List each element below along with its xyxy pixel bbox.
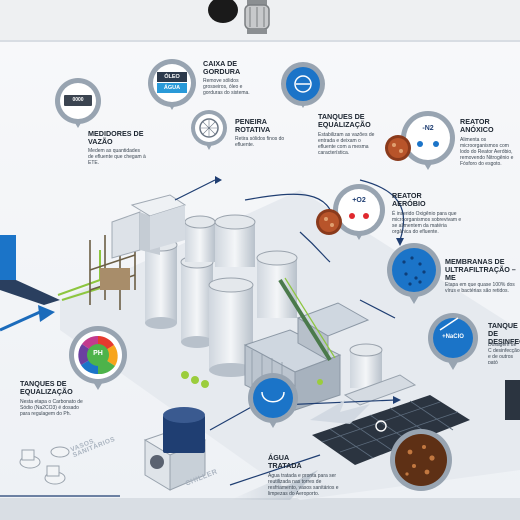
floor-arrow xyxy=(230,470,318,500)
treated-water-pin xyxy=(248,373,298,428)
stairs xyxy=(278,278,332,362)
membrane-icon xyxy=(392,248,436,292)
wall-lamp xyxy=(244,0,270,34)
anoxic-reactor-pin xyxy=(385,111,455,170)
mixer-icon xyxy=(294,75,312,93)
treated-water-title: ÁGUA TRATADA xyxy=(268,453,302,470)
dosing-skid xyxy=(100,268,130,290)
treated-water-text: Água tratada e pronta para ser reutiliza… xyxy=(268,473,339,497)
water-label: ÁGUA xyxy=(163,85,181,91)
water-glass-icon xyxy=(261,391,285,403)
flow-meter-display: 0000 xyxy=(72,97,84,103)
oxygen-label: +O2 xyxy=(352,197,366,204)
eq-tanks-bottom-text: Nesta etapa o Carbonato de Sódio (Na2CO3… xyxy=(20,399,83,417)
grease-box-text: Remove sólidos grosseiros, óleo e gordur… xyxy=(203,78,250,96)
screen-drum-icon xyxy=(199,118,219,138)
disinfection-text: Dosagem de C desinfecção e de outros pat… xyxy=(488,342,520,364)
edge-panel xyxy=(505,380,520,420)
membrane-pin xyxy=(387,243,441,304)
rotary-screen-title: PENEIRA ROTATIVA xyxy=(235,117,271,134)
eq-tanks-top-title: TANQUES DE EQUALIZAÇÃO xyxy=(318,112,371,129)
flow-meter-icon xyxy=(64,95,92,106)
wall-fixtures xyxy=(208,0,270,34)
ph-color-wheel-icon xyxy=(78,335,118,375)
water-layer-icon xyxy=(157,83,187,93)
aerobic-reactor-text: É inserido Oxigênio para que microorgani… xyxy=(392,211,462,235)
inflow-arrow xyxy=(0,235,60,332)
disinfection-pin xyxy=(428,313,478,370)
sludge-particles-icon xyxy=(395,434,447,486)
eq-tanks-bottom-title: TANQUES DE EQUALIZAÇÃO xyxy=(20,379,73,396)
camera-dome xyxy=(208,0,238,23)
board-bottom-edge xyxy=(0,498,520,520)
oil-layer-icon xyxy=(157,72,187,82)
flow-lines xyxy=(0,179,405,497)
naclo-label: +NaClO xyxy=(442,334,464,340)
nitrogen-label: -N2 xyxy=(422,125,434,132)
flow-meters-title: MEDIDORES DE VAZÃO xyxy=(88,129,144,146)
anoxic-reactor-title: REATOR ANÓXICO xyxy=(460,117,494,134)
aerobic-reactor-title: REATOR AERÓBIO xyxy=(392,191,426,208)
disinfection-title: TANQUE DE DESINFEC xyxy=(488,322,520,346)
stairs-rail xyxy=(284,277,336,359)
chiller-unit xyxy=(143,407,207,491)
ph-label: PH xyxy=(93,350,103,357)
flow-meters-text: Medem as quantidades de efluente que che… xyxy=(88,148,146,166)
valves xyxy=(181,371,323,388)
sludge-pin xyxy=(390,429,452,491)
upper-tanks xyxy=(111,194,187,259)
anoxic-reactor-text: Alimenta os microorganismos com lodo do … xyxy=(460,137,514,167)
rotary-screen-text: Retira sólidos finos do efluente. xyxy=(235,136,285,148)
membranes-title: MEMBRANAS DE ULTRAFILTRAÇÃO – ME xyxy=(445,257,516,282)
aerobic-reactor-pin xyxy=(316,184,385,240)
grease-box-pin xyxy=(148,59,196,110)
rotary-screen-pin xyxy=(191,110,227,150)
toilets-illustration xyxy=(19,446,70,485)
grease-box-title: CAIXA DE GORDURA xyxy=(203,59,241,76)
panel-field xyxy=(312,374,470,465)
eq-tanks-top-text: Estabilizam as vazões de entrada e deixa… xyxy=(318,132,375,156)
oil-label: ÓLEO xyxy=(164,74,180,80)
eq-tank-top-pin xyxy=(281,62,325,108)
membranes-text: Etapa em que quase 100% dos vírus e bact… xyxy=(445,282,515,294)
sample-point-icon xyxy=(375,420,387,432)
flow-meter-pin xyxy=(55,78,101,128)
equalization-tanks xyxy=(144,214,383,388)
floor-arrow-2 xyxy=(310,400,370,424)
ph-pin xyxy=(69,326,127,390)
dropper-icon xyxy=(439,317,459,331)
